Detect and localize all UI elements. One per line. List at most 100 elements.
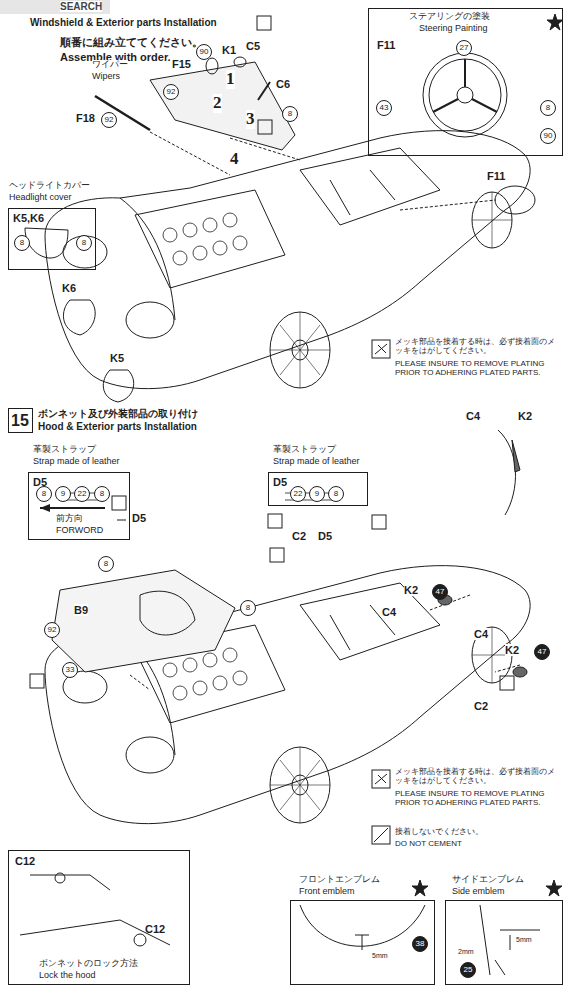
plating-icon [372,770,390,788]
side-outline [480,905,540,975]
paint-callout: 47 [534,644,550,660]
note-text: メッキ部品を接着する時は、必ず接着面のメッキをはがしてください。 [395,768,555,786]
note-text: SEARCH [60,1,102,12]
headlight-cover [25,228,68,258]
guide-line [130,675,150,690]
note-text: Windshield & Exterior parts Installation [30,17,217,28]
paint-callout: 43 [376,100,392,116]
step-number-box: 15 [8,408,33,433]
note-text: Wipers [92,72,120,82]
no-cement-icon [372,826,390,844]
box-heading: Headlight cover [9,193,72,203]
note-text: FORWORD [56,526,103,536]
ring-part [234,57,246,67]
part-name: C4 [466,410,480,422]
part-name: B9 [74,604,88,616]
note-text: 5mm [372,952,388,960]
part-name: C4 [474,628,488,640]
part-name: F11 [487,170,505,182]
note-text: PLEASE INSURE TO REMOVE PLATING PRIOR TO… [395,360,555,378]
note-text: ワイパー [92,60,128,70]
wiper [95,96,150,130]
note-text: Hood & Exterior parts Installation [38,421,197,432]
detail-box: C12C12ボンネットのロック方法Lock the hood [8,850,190,985]
note-text: 5mm [516,936,532,944]
paint-callout: 8 [36,486,52,502]
box-text: 15 [11,412,29,430]
box-text: Lock the hood [39,971,96,981]
paint-callout: 33 [62,662,78,678]
box-heading: 革製ストラップ [273,445,336,455]
windshield [150,62,295,150]
steering-spoke [433,59,497,112]
paint-callout: 92 [163,84,179,100]
box-text: D5 [273,476,287,488]
part-name: F18 [76,112,95,124]
paint-callout: 8 [76,235,92,251]
header-bar [0,0,110,14]
plating-icon [375,774,387,784]
paint-callout: 47 [432,584,448,600]
box-heading: サイドエンブレム [452,875,524,885]
part-name: C2 [292,530,306,542]
box-heading: ヘッドライトカバー [9,181,90,191]
box-text: ステアリングの塗装 [409,12,490,22]
guide-line [430,595,520,672]
mirror-stay [258,82,270,100]
paint-callout: 25 [460,962,476,978]
part-name: K2 [518,410,532,422]
dimension [355,935,369,950]
paint-callout: 8 [14,235,30,251]
note-text: ボンネット及び外装部品の取り付け [38,408,198,419]
detail-box: ステアリングの塗装 Steering PaintingF11 [368,8,563,156]
box-heading: Front emblem [299,887,355,897]
box-text: ボンネットのロック方法 [39,959,138,969]
guide-line [117,520,126,521]
part-name: D5 [318,530,332,542]
step-number: 3 [246,110,255,129]
box-text: F11 [377,39,395,51]
note-text: 2mm [458,948,474,956]
paint-callout: 8 [98,556,114,572]
paint-callout: 9 [309,486,325,502]
paint-callout: 8 [94,486,110,502]
note-text: DO NOT CEMENT [395,840,555,849]
part-name: K5 [110,352,124,364]
part-name: F15 [172,58,191,70]
star-icon [412,880,428,896]
paint-callout: 8 [282,106,298,122]
plating-icon [375,344,387,354]
star-icon [547,14,563,30]
hood-b9 [52,570,235,672]
note-text: 前方向 [56,514,83,524]
box-text: K5,K6 [13,212,44,224]
box-text: C12 [145,923,165,935]
part-name: C5 [246,40,260,52]
part-name: C2 [474,700,488,712]
guide-line [150,132,230,175]
paint-callout: 22 [290,486,306,502]
paint-callout: 8 [328,486,344,502]
paint-callout: 38 [412,936,428,952]
guide-line [400,200,496,210]
star-icon [546,880,562,896]
paint-callout: 90 [196,44,212,60]
hood-lock [134,934,146,946]
box-heading: フロントエンブレム [299,875,380,885]
paint-callout: 27 [456,40,472,56]
direction-arrow [40,504,50,512]
box-text: Steering Painting [419,24,488,34]
part-name: K2 [404,584,418,596]
steering-wheel [423,53,507,137]
note-text: PLEASE INSURE TO REMOVE PLATING PRIOR TO… [395,790,555,808]
headlight-cover [103,370,133,402]
part-k2 [513,667,527,677]
hood-bulge [140,591,195,635]
part-name: K6 [62,282,76,294]
part-name: K2 [505,644,519,656]
box-text: C12 [15,855,35,867]
paint-callout: 9 [55,486,71,502]
box-heading: Strap made of leather [273,457,360,467]
hood-lock [55,873,65,883]
steering-wheel [495,186,535,214]
